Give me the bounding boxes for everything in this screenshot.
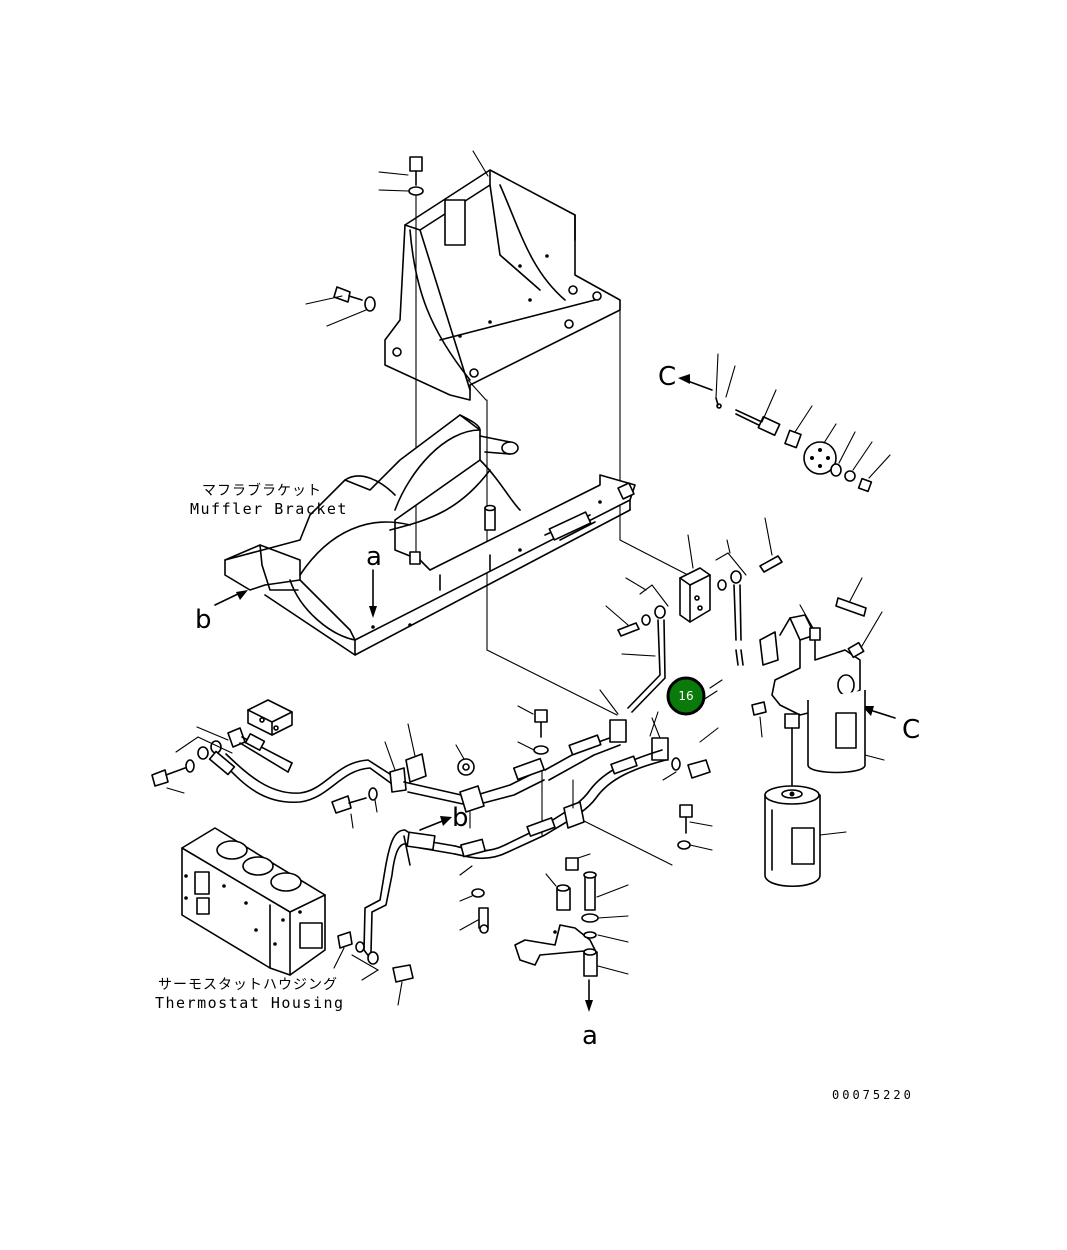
muffler-bracket-assembly xyxy=(214,414,636,656)
ref-a-top-label: a xyxy=(366,542,382,572)
upper-support-bracket xyxy=(305,150,621,401)
callout-number[interactable]: 16 xyxy=(678,689,693,703)
left-block-and-hoses xyxy=(151,699,719,959)
muffler-bracket-jp-label: マフラブラケット xyxy=(202,482,322,499)
ref-b-left-label: b xyxy=(195,605,212,635)
thermostat-housing-en-label: Thermostat Housing xyxy=(155,994,345,1012)
oil-filter-assembly xyxy=(751,577,896,888)
drawing-number-label: 00075220 xyxy=(832,1088,914,1102)
ref-a-bottom-label: a xyxy=(582,1021,598,1051)
fitting-parts-c xyxy=(678,353,891,493)
ref-c-top-label: C xyxy=(658,362,676,392)
thermostat-housing-jp-label: サーモスタットハウジング xyxy=(158,977,338,993)
ref-b-right-label: b xyxy=(452,803,469,833)
callout-circle[interactable] xyxy=(666,676,706,716)
muffler-bracket-en-label: Muffler Bracket xyxy=(190,500,348,518)
thermostat-housing-part xyxy=(181,827,414,1006)
valve-block-and-pipes xyxy=(599,517,783,715)
ref-c-right-label: C xyxy=(902,715,920,745)
callout-16-marker[interactable]: 16 xyxy=(666,676,706,716)
lower-bracket-assembly xyxy=(514,853,629,1012)
